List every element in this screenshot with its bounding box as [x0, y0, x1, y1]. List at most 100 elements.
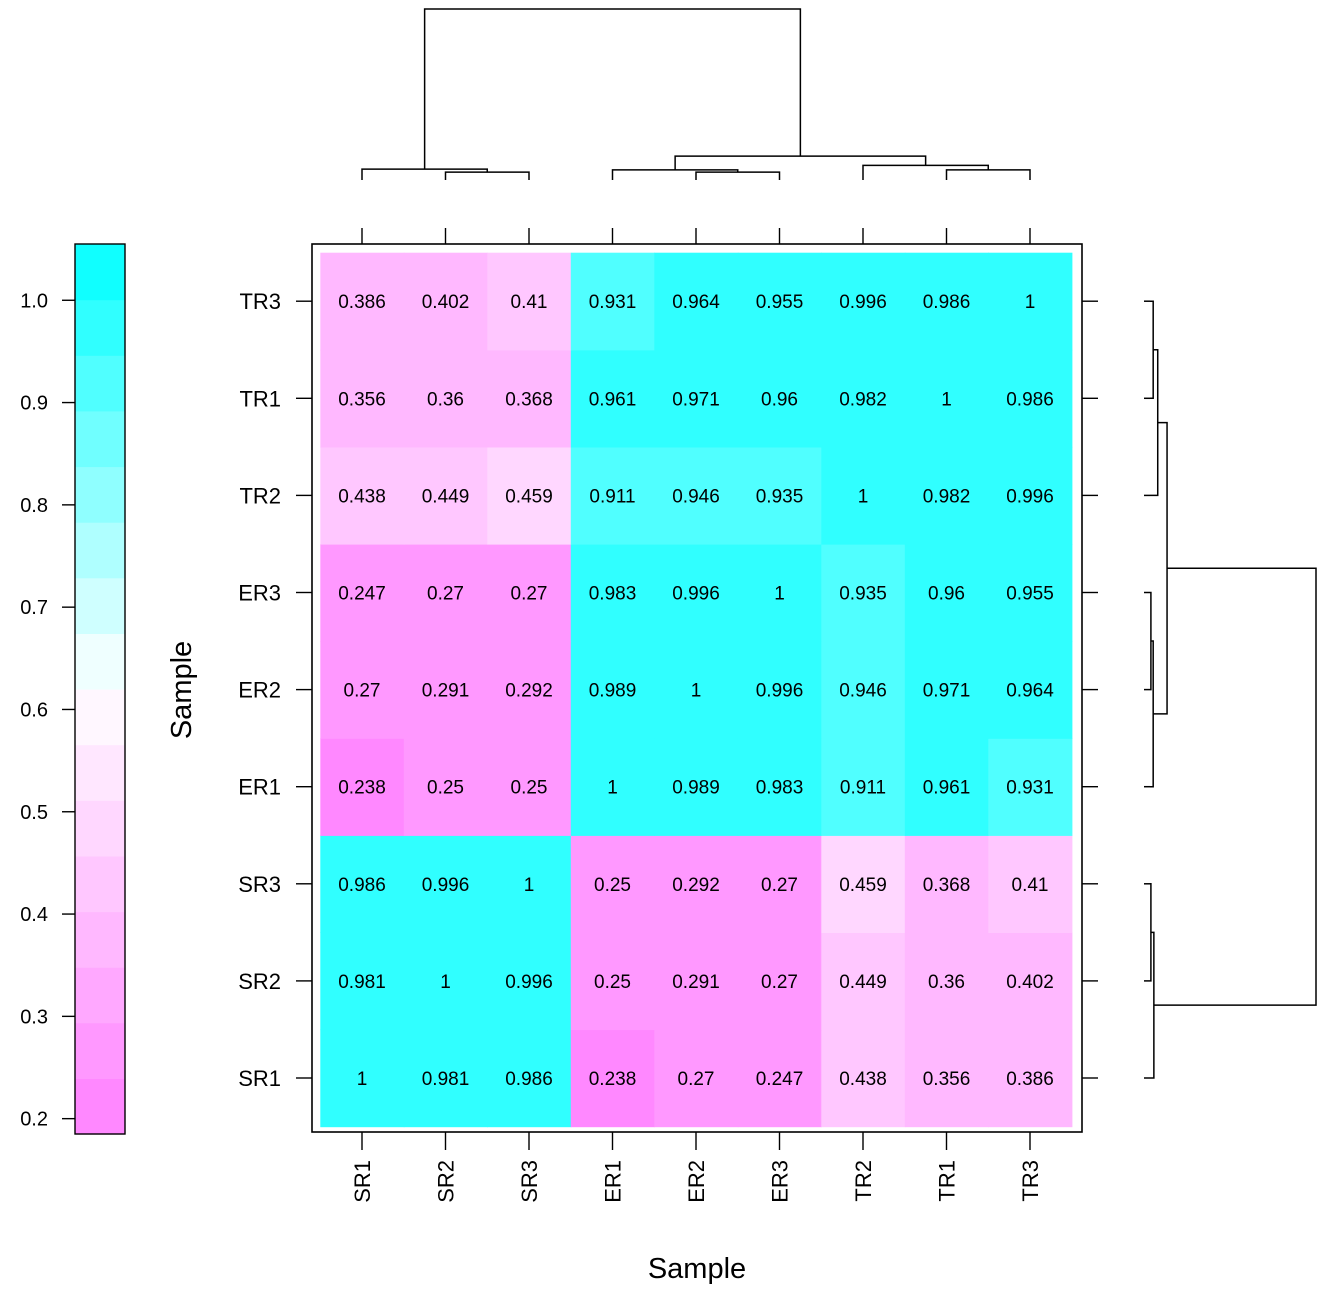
colorbar-bin: [75, 967, 125, 1024]
colorbar-bin: [75, 1022, 125, 1079]
cell-value-label: 0.996: [422, 875, 470, 896]
heatmap-cell: [654, 1029, 739, 1128]
dendrogram-link: [1150, 349, 1159, 497]
colorbar-bin: [75, 744, 125, 801]
y-tick-label: SR1: [238, 1066, 281, 1091]
heatmap-cell: [320, 835, 405, 933]
cell-value-label: 0.368: [505, 389, 553, 410]
x-tick-label: ER1: [601, 1160, 626, 1203]
x-tick-label: ER2: [684, 1160, 709, 1203]
cell-value-label: 0.983: [756, 778, 804, 799]
cell-value-label: 0.292: [672, 875, 720, 896]
cell-value-label: 1: [691, 681, 702, 702]
heatmap-cell: [821, 1029, 906, 1128]
cell-value-label: 0.996: [756, 681, 804, 702]
cell-value-label: 0.36: [928, 972, 965, 993]
cell-value-label: 0.96: [761, 389, 798, 410]
heatmap-cell: [487, 738, 572, 836]
cell-value-label: 0.27: [511, 584, 548, 605]
cell-value-label: 0.986: [1006, 389, 1054, 410]
colorbar-bin: [75, 800, 125, 857]
heatmap-cell: [821, 446, 906, 545]
cell-value-label: 0.25: [427, 778, 464, 799]
cell-value-label: 0.247: [338, 584, 386, 605]
heatmap-cell: [654, 641, 739, 739]
cell-value-label: 0.982: [839, 389, 887, 410]
dendrogram-link: [1153, 567, 1317, 1006]
cell-value-label: 0.986: [923, 292, 971, 313]
cell-value-label: 0.291: [422, 681, 470, 702]
cell-value-label: 1: [607, 778, 618, 799]
heatmap-cell: [904, 738, 989, 836]
colorbar-tick-label: 0.3: [20, 1006, 48, 1028]
dendrogram-link: [1150, 883, 1152, 982]
x-tick-label: SR1: [350, 1160, 375, 1203]
heatmap-cell: [737, 835, 822, 933]
cell-value-label: 0.36: [427, 389, 464, 410]
heatmap-cell: [988, 544, 1073, 642]
heatmap-cell: [737, 738, 822, 836]
colorbar-bin: [75, 911, 125, 968]
heatmap-cell: [988, 932, 1073, 1031]
heatmap-cell: [487, 544, 572, 642]
cell-value-label: 0.247: [756, 1069, 804, 1090]
cell-value-label: 0.41: [1012, 875, 1049, 896]
cell-value-label: 0.946: [672, 486, 720, 507]
heatmap-cell: [487, 835, 572, 933]
cell-value-label: 0.402: [422, 292, 470, 313]
colorbar-tick-label: 0.2: [20, 1109, 48, 1131]
heatmap-cell: [570, 738, 655, 836]
cell-value-label: 0.996: [505, 972, 553, 993]
heatmap-cell: [487, 932, 572, 1031]
cell-value-label: 0.368: [923, 875, 971, 896]
heatmap-cell: [988, 835, 1073, 933]
heatmap-cell: [570, 349, 655, 448]
cell-value-label: 0.935: [839, 584, 887, 605]
colorbar-tick-label: 0.8: [20, 495, 48, 517]
cell-value-label: 0.27: [427, 584, 464, 605]
heatmap-cell: [904, 641, 989, 739]
heatmap-cell: [737, 544, 822, 642]
cell-value-label: 0.981: [422, 1069, 470, 1090]
heatmap-cell: [320, 1029, 405, 1128]
heatmap-cell: [654, 544, 739, 642]
x-tick-label: TR2: [851, 1160, 876, 1202]
y-axis-label: Sample: [166, 641, 198, 739]
y-tick-label: ER1: [238, 775, 281, 800]
heatmap-cell: [487, 446, 572, 545]
cell-value-label: 0.989: [589, 681, 637, 702]
dendrogram-link: [444, 171, 530, 173]
cell-value-label: 0.27: [761, 972, 798, 993]
heatmap-cell: [821, 738, 906, 836]
heatmap-cell: [320, 446, 405, 545]
heatmap-cell: [403, 932, 488, 1031]
colorbar: [74, 243, 126, 1135]
cell-value-label: 1: [357, 1069, 368, 1090]
heatmap-cell: [570, 641, 655, 739]
heatmap-cell: [654, 738, 739, 836]
cell-value-label: 0.356: [338, 389, 386, 410]
heatmap-cell: [821, 544, 906, 642]
colorbar-bin: [75, 299, 125, 356]
heatmap-cell: [737, 932, 822, 1031]
colorbar-bin: [75, 633, 125, 690]
cell-value-label: 0.386: [338, 292, 386, 313]
heatmap-cell: [904, 1029, 989, 1128]
dendrogram-link: [611, 169, 739, 173]
heatmap-cell: [821, 349, 906, 448]
heatmap-cell: [737, 349, 822, 448]
colorbar-bin: [75, 577, 125, 634]
dendrogram-link: [1150, 640, 1154, 788]
heatmap-cell: [320, 349, 405, 448]
cell-value-label: 0.996: [672, 584, 720, 605]
heatmap-cell: [654, 349, 739, 448]
cell-value-label: 0.386: [1006, 1069, 1054, 1090]
heatmap-cell: [403, 641, 488, 739]
cell-value-label: 1: [774, 584, 785, 605]
heatmap-cell: [737, 446, 822, 545]
cell-value-label: 0.438: [338, 486, 386, 507]
cell-value-label: 0.964: [672, 292, 720, 313]
row-dendrogram: [1144, 300, 1317, 1079]
y-tick-label: TR2: [239, 483, 281, 508]
